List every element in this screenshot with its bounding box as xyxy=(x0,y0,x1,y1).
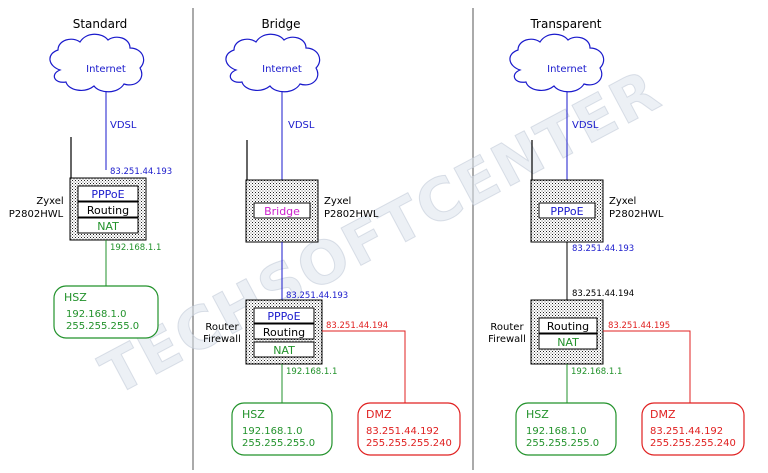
routing-label: Routing xyxy=(547,320,589,333)
dmz-ip: 83.251.44.194 xyxy=(326,321,388,331)
router-role: Firewall xyxy=(203,334,241,345)
nat-box xyxy=(77,217,139,234)
hsz-net: 192.168.1.0 xyxy=(66,309,126,320)
panel-bridge: Bridge Internet VDSL Zyxel P2802HWL Brid… xyxy=(203,17,461,456)
dmz-net: 83.251.44.192 xyxy=(366,426,439,437)
internet-cloud xyxy=(225,33,321,93)
hsz-title: HSZ xyxy=(242,408,265,421)
dmz-net: 83.251.44.192 xyxy=(650,426,723,437)
internet-label: Internet xyxy=(547,64,587,75)
nat-label: NAT xyxy=(97,220,119,233)
dmz-network xyxy=(641,402,745,456)
dmz-line xyxy=(322,330,406,403)
router-name: Router xyxy=(490,322,524,333)
dmz-line xyxy=(603,330,691,403)
hsz-net: 192.168.1.0 xyxy=(526,426,586,437)
routing-label: Routing xyxy=(263,326,305,339)
hsz-title: HSZ xyxy=(526,408,549,421)
dmz-network xyxy=(357,402,461,456)
internet-label: Internet xyxy=(86,64,126,75)
router-name: Router xyxy=(205,322,239,333)
nat-label: NAT xyxy=(557,336,579,349)
dmz-ip: 83.251.44.195 xyxy=(608,321,670,331)
dmz-title: DMZ xyxy=(366,408,392,421)
pppoe-label: PPPoE xyxy=(550,205,583,218)
lan-ip: 192.168.1.1 xyxy=(286,367,337,377)
vdsl-label: VDSL xyxy=(110,120,137,131)
hsz-mask: 255.255.255.0 xyxy=(526,438,599,449)
routing-box xyxy=(538,317,598,334)
internet-cloud xyxy=(509,33,605,93)
panel-standard: Standard Internet VDSL 83.251.44.193 Zyx… xyxy=(9,17,172,339)
routing-box xyxy=(77,201,139,218)
hsz-network xyxy=(53,285,159,339)
pppoe-box xyxy=(538,202,596,219)
nat-label: NAT xyxy=(273,344,295,357)
vdsl-label: VDSL xyxy=(288,120,315,131)
panel-title: Transparent xyxy=(529,17,601,31)
device-name: Zyxel xyxy=(609,196,636,207)
pppoe-label: PPPoE xyxy=(91,188,124,201)
panel-title: Standard xyxy=(73,17,128,31)
dmz-mask: 255.255.255.240 xyxy=(650,438,736,449)
device-name: Zyxel xyxy=(324,196,351,207)
internet-cloud xyxy=(49,33,145,93)
nat-box xyxy=(253,341,315,358)
panel-transparent: Transparent Internet VDSL Zyxel P2802HWL… xyxy=(488,17,745,456)
panel-title: Bridge xyxy=(261,17,300,31)
internet-label: Internet xyxy=(262,64,302,75)
nat-box xyxy=(538,333,598,350)
lan-ip: 192.168.1.1 xyxy=(571,367,622,377)
routing-label: Routing xyxy=(87,204,129,217)
pppoe-box xyxy=(77,185,139,202)
hsz-net: 192.168.1.0 xyxy=(242,426,302,437)
device-model: P2802HWL xyxy=(9,209,64,220)
hsz-mask: 255.255.255.0 xyxy=(66,321,139,332)
pppoe-box xyxy=(253,307,315,324)
pppoe-label: PPPoE xyxy=(267,310,300,323)
wan-ip: 83.251.44.193 xyxy=(286,291,348,301)
dmz-title: DMZ xyxy=(650,408,676,421)
wan-ip: 83.251.44.193 xyxy=(110,167,172,177)
dmz-mask: 255.255.255.240 xyxy=(366,438,452,449)
lan-ip: 192.168.1.1 xyxy=(110,243,161,253)
vdsl-label: VDSL xyxy=(572,120,599,131)
router-role: Firewall xyxy=(488,334,526,345)
router-wan-ip: 83.251.44.194 xyxy=(572,289,634,299)
hsz-title: HSZ xyxy=(64,291,87,304)
modem-lan-ip: 83.251.44.193 xyxy=(572,244,634,254)
device-model: P2802HWL xyxy=(324,209,379,220)
hsz-network xyxy=(231,402,333,456)
hsz-network xyxy=(515,402,617,456)
bridge-box xyxy=(253,202,311,219)
device-name: Zyxel xyxy=(36,196,63,207)
bridge-label: Bridge xyxy=(264,205,300,218)
device-model: P2802HWL xyxy=(609,209,664,220)
routing-box xyxy=(253,323,315,340)
hsz-mask: 255.255.255.0 xyxy=(242,438,315,449)
